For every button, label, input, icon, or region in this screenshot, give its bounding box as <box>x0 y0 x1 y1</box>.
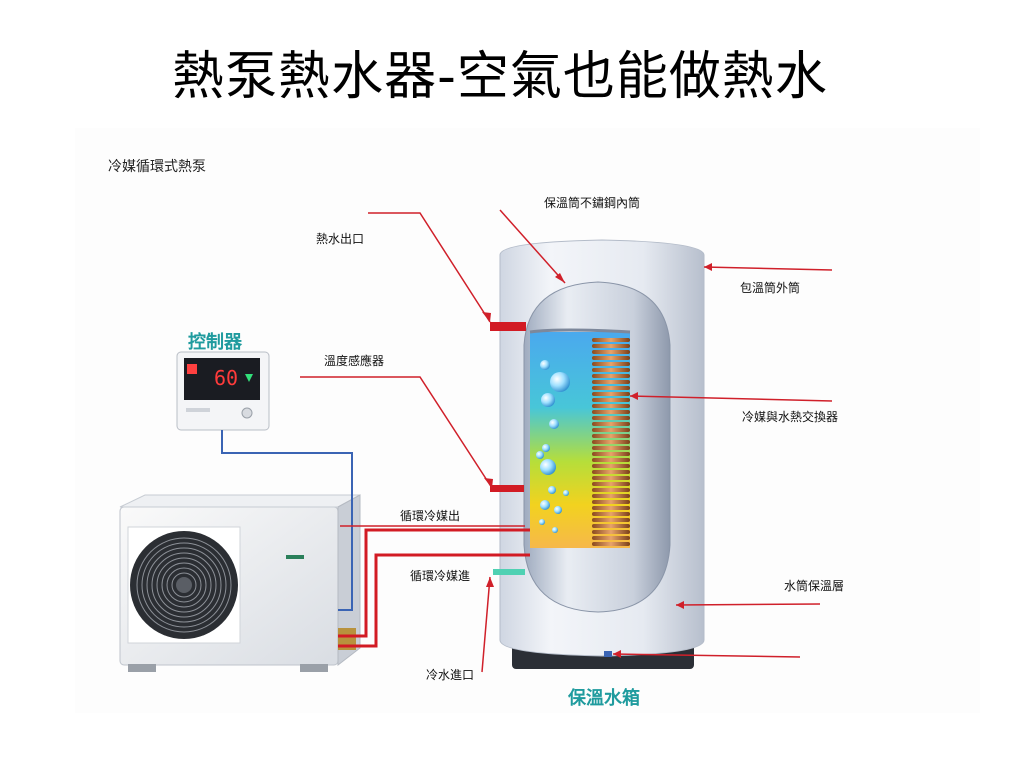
coil-turn <box>592 362 630 366</box>
label-refrigerant-out: 循環冷媒出 <box>400 509 461 523</box>
coil-turn <box>592 536 630 540</box>
coil-turn <box>592 470 630 474</box>
fan-ring <box>166 567 202 603</box>
coil-turn <box>592 350 630 354</box>
coil-turn <box>592 464 630 468</box>
label-refrigerant-in: 循環冷媒進 <box>410 569 471 583</box>
coil-turn <box>592 398 630 402</box>
label-temp-sensor: 溫度感應器 <box>324 354 385 368</box>
coil-turn <box>592 524 630 528</box>
fan-ring <box>171 572 197 598</box>
coil-turn <box>592 428 630 432</box>
coil-turn <box>592 434 630 438</box>
bubbles <box>536 360 570 533</box>
sensor-stub <box>490 485 524 492</box>
fan-ring <box>141 542 227 628</box>
fan-ring <box>156 557 212 613</box>
fan-ring <box>151 552 217 618</box>
signal-wire <box>221 430 353 611</box>
coil-turn <box>592 356 630 360</box>
coil-turn <box>592 440 630 444</box>
coil-turn <box>592 458 630 462</box>
coil-turn <box>592 518 630 522</box>
refrigerant-pipes <box>338 528 530 648</box>
label-inner-tank: 保溫筒不鏽鋼內筒 <box>544 196 641 210</box>
outdoor-heat-pump-unit <box>119 494 361 672</box>
copper-coil <box>592 338 630 546</box>
coil-turn <box>592 500 630 504</box>
fan-ring <box>161 562 207 608</box>
coil-turn <box>592 404 630 408</box>
coil-turn <box>592 488 630 492</box>
coil-turn <box>592 452 630 456</box>
coil-turn <box>592 344 630 348</box>
coil-turn <box>592 530 630 534</box>
fan-ring <box>136 537 232 633</box>
coil-turn <box>592 368 630 372</box>
label-storage-tank: 保溫水箱 <box>568 688 640 709</box>
coil-turn <box>592 410 630 414</box>
controller-device <box>176 351 270 431</box>
hot-water-outlet-pipe <box>490 322 526 331</box>
coil-turn <box>592 338 630 342</box>
coil-turn <box>592 386 630 390</box>
coil-turn <box>592 446 630 450</box>
coil-turn <box>592 422 630 426</box>
controller-display-value: 60 <box>214 366 239 390</box>
coil-turn <box>592 512 630 516</box>
label-heat-exchanger: 冷媒與水熱交換器 <box>742 410 839 424</box>
label-cold-water-inlet: 冷水進口 <box>426 668 475 682</box>
pointer-lines <box>300 209 833 673</box>
label-insulation: 水筒保溫層 <box>784 579 845 593</box>
coil-turn <box>592 380 630 384</box>
coil-turn <box>592 374 630 378</box>
coil-turn <box>592 482 630 486</box>
coil-turn <box>592 476 630 480</box>
storage-tank <box>490 239 705 669</box>
label-controller: 控制器 <box>188 332 242 353</box>
section-title: 冷媒循環式熱泵 <box>108 159 206 175</box>
coil-turn <box>592 392 630 396</box>
refrigerant-in-stub <box>493 569 525 575</box>
fan-ring <box>146 547 222 623</box>
slide-title: 熱泵熱水器-空氣也能做熱水 <box>172 47 828 107</box>
pointer-arrowheads <box>482 263 712 658</box>
label-hot-water-outlet: 熱水出口 <box>316 232 365 246</box>
coil-turn <box>592 542 630 546</box>
label-outer-tank: 包溫筒外筒 <box>740 281 801 295</box>
coil-turn <box>592 494 630 498</box>
coil-turn <box>592 416 630 420</box>
coil-turn <box>592 506 630 510</box>
